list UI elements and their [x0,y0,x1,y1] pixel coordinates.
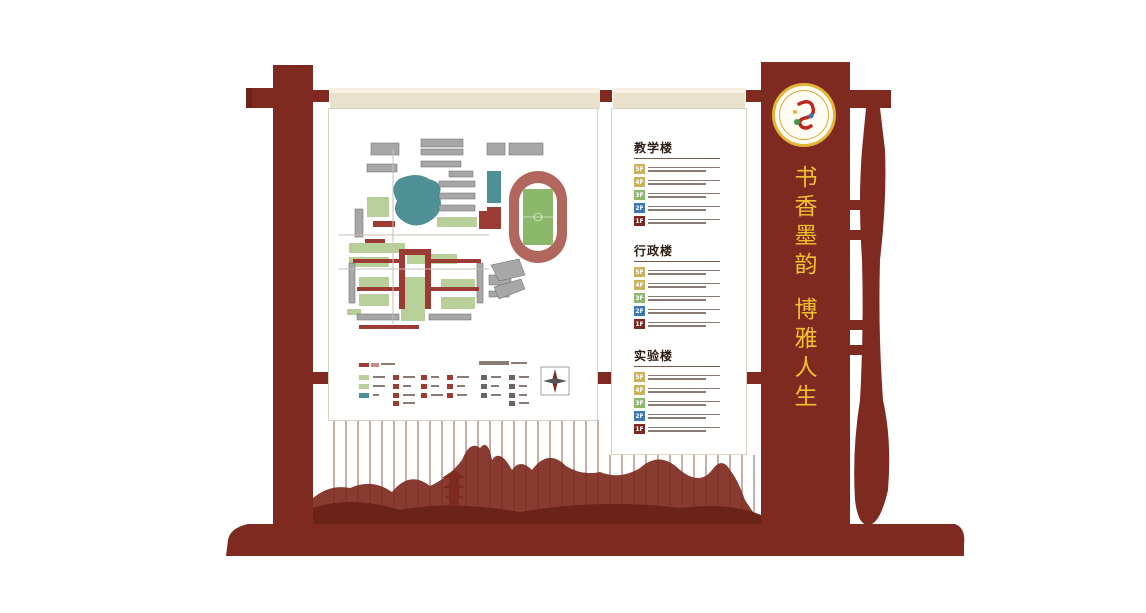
compass-icon [540,366,570,396]
floor-badge: 3F [634,293,645,303]
left-scroll-rod [330,88,600,110]
pagoda-icon [442,470,466,506]
floor-badge: 4F [634,280,645,290]
slogan-line-1: 书香墨韵 [790,165,816,281]
section-title: 行政楼 [634,242,720,262]
floor-badge: 5F [634,164,645,174]
floor-row: 2F [634,410,720,422]
pipa-instrument [854,108,890,525]
floor-row: 3F [634,189,720,201]
directory-section-teaching: 教学楼 5F 4F 3F 2F 1F [634,139,720,228]
directory-section-admin: 行政楼 5F 4F 3F 2F 1F [634,242,720,331]
map-legend [359,361,529,406]
left-post [273,65,313,525]
floor-row: 5F [634,371,720,383]
floor-badge: 3F [634,398,645,408]
floor-row: 4F [634,279,720,291]
floor-row: 4F [634,176,720,188]
floor-row: 5F [634,266,720,278]
floor-badge: 4F [634,385,645,395]
floor-row: 2F [634,202,720,214]
slogan-line-2: 博雅人生 [790,297,816,413]
floor-badge: 2F [634,203,645,213]
floor-row: 3F [634,292,720,304]
floor-badge: 1F [634,319,645,329]
section-title: 教学楼 [634,139,720,159]
section-title: 实验楼 [634,347,720,367]
mountain-silhouette [313,444,761,524]
base-platform [226,524,965,556]
floor-row: 1F [634,423,720,435]
floor-row: 1F [634,215,720,227]
floor-badge: 2F [634,411,645,421]
floor-row: 3F [634,397,720,409]
campus-map [339,138,570,406]
building-directory-panel: 教学楼 5F 4F 3F 2F 1F 行政楼 5F 4F 3F 2F 1F 实验… [611,108,747,455]
floor-badge: 5F [634,372,645,382]
floor-badge: 1F [634,216,645,226]
floor-badge: 4F [634,177,645,187]
lake-area [393,175,441,226]
school-emblem-icon [772,83,836,147]
floor-badge: 1F [634,424,645,434]
floor-row: 2F [634,305,720,317]
campus-map-panel [328,108,598,421]
floor-row: 1F [634,318,720,330]
right-scroll-rod [613,88,745,110]
floor-badge: 2F [634,306,645,316]
directory-section-lab: 实验楼 5F 4F 3F 2F 1F [634,347,720,436]
floor-row: 5F [634,163,720,175]
floor-badge: 5F [634,267,645,277]
floor-badge: 3F [634,190,645,200]
floor-row: 4F [634,384,720,396]
